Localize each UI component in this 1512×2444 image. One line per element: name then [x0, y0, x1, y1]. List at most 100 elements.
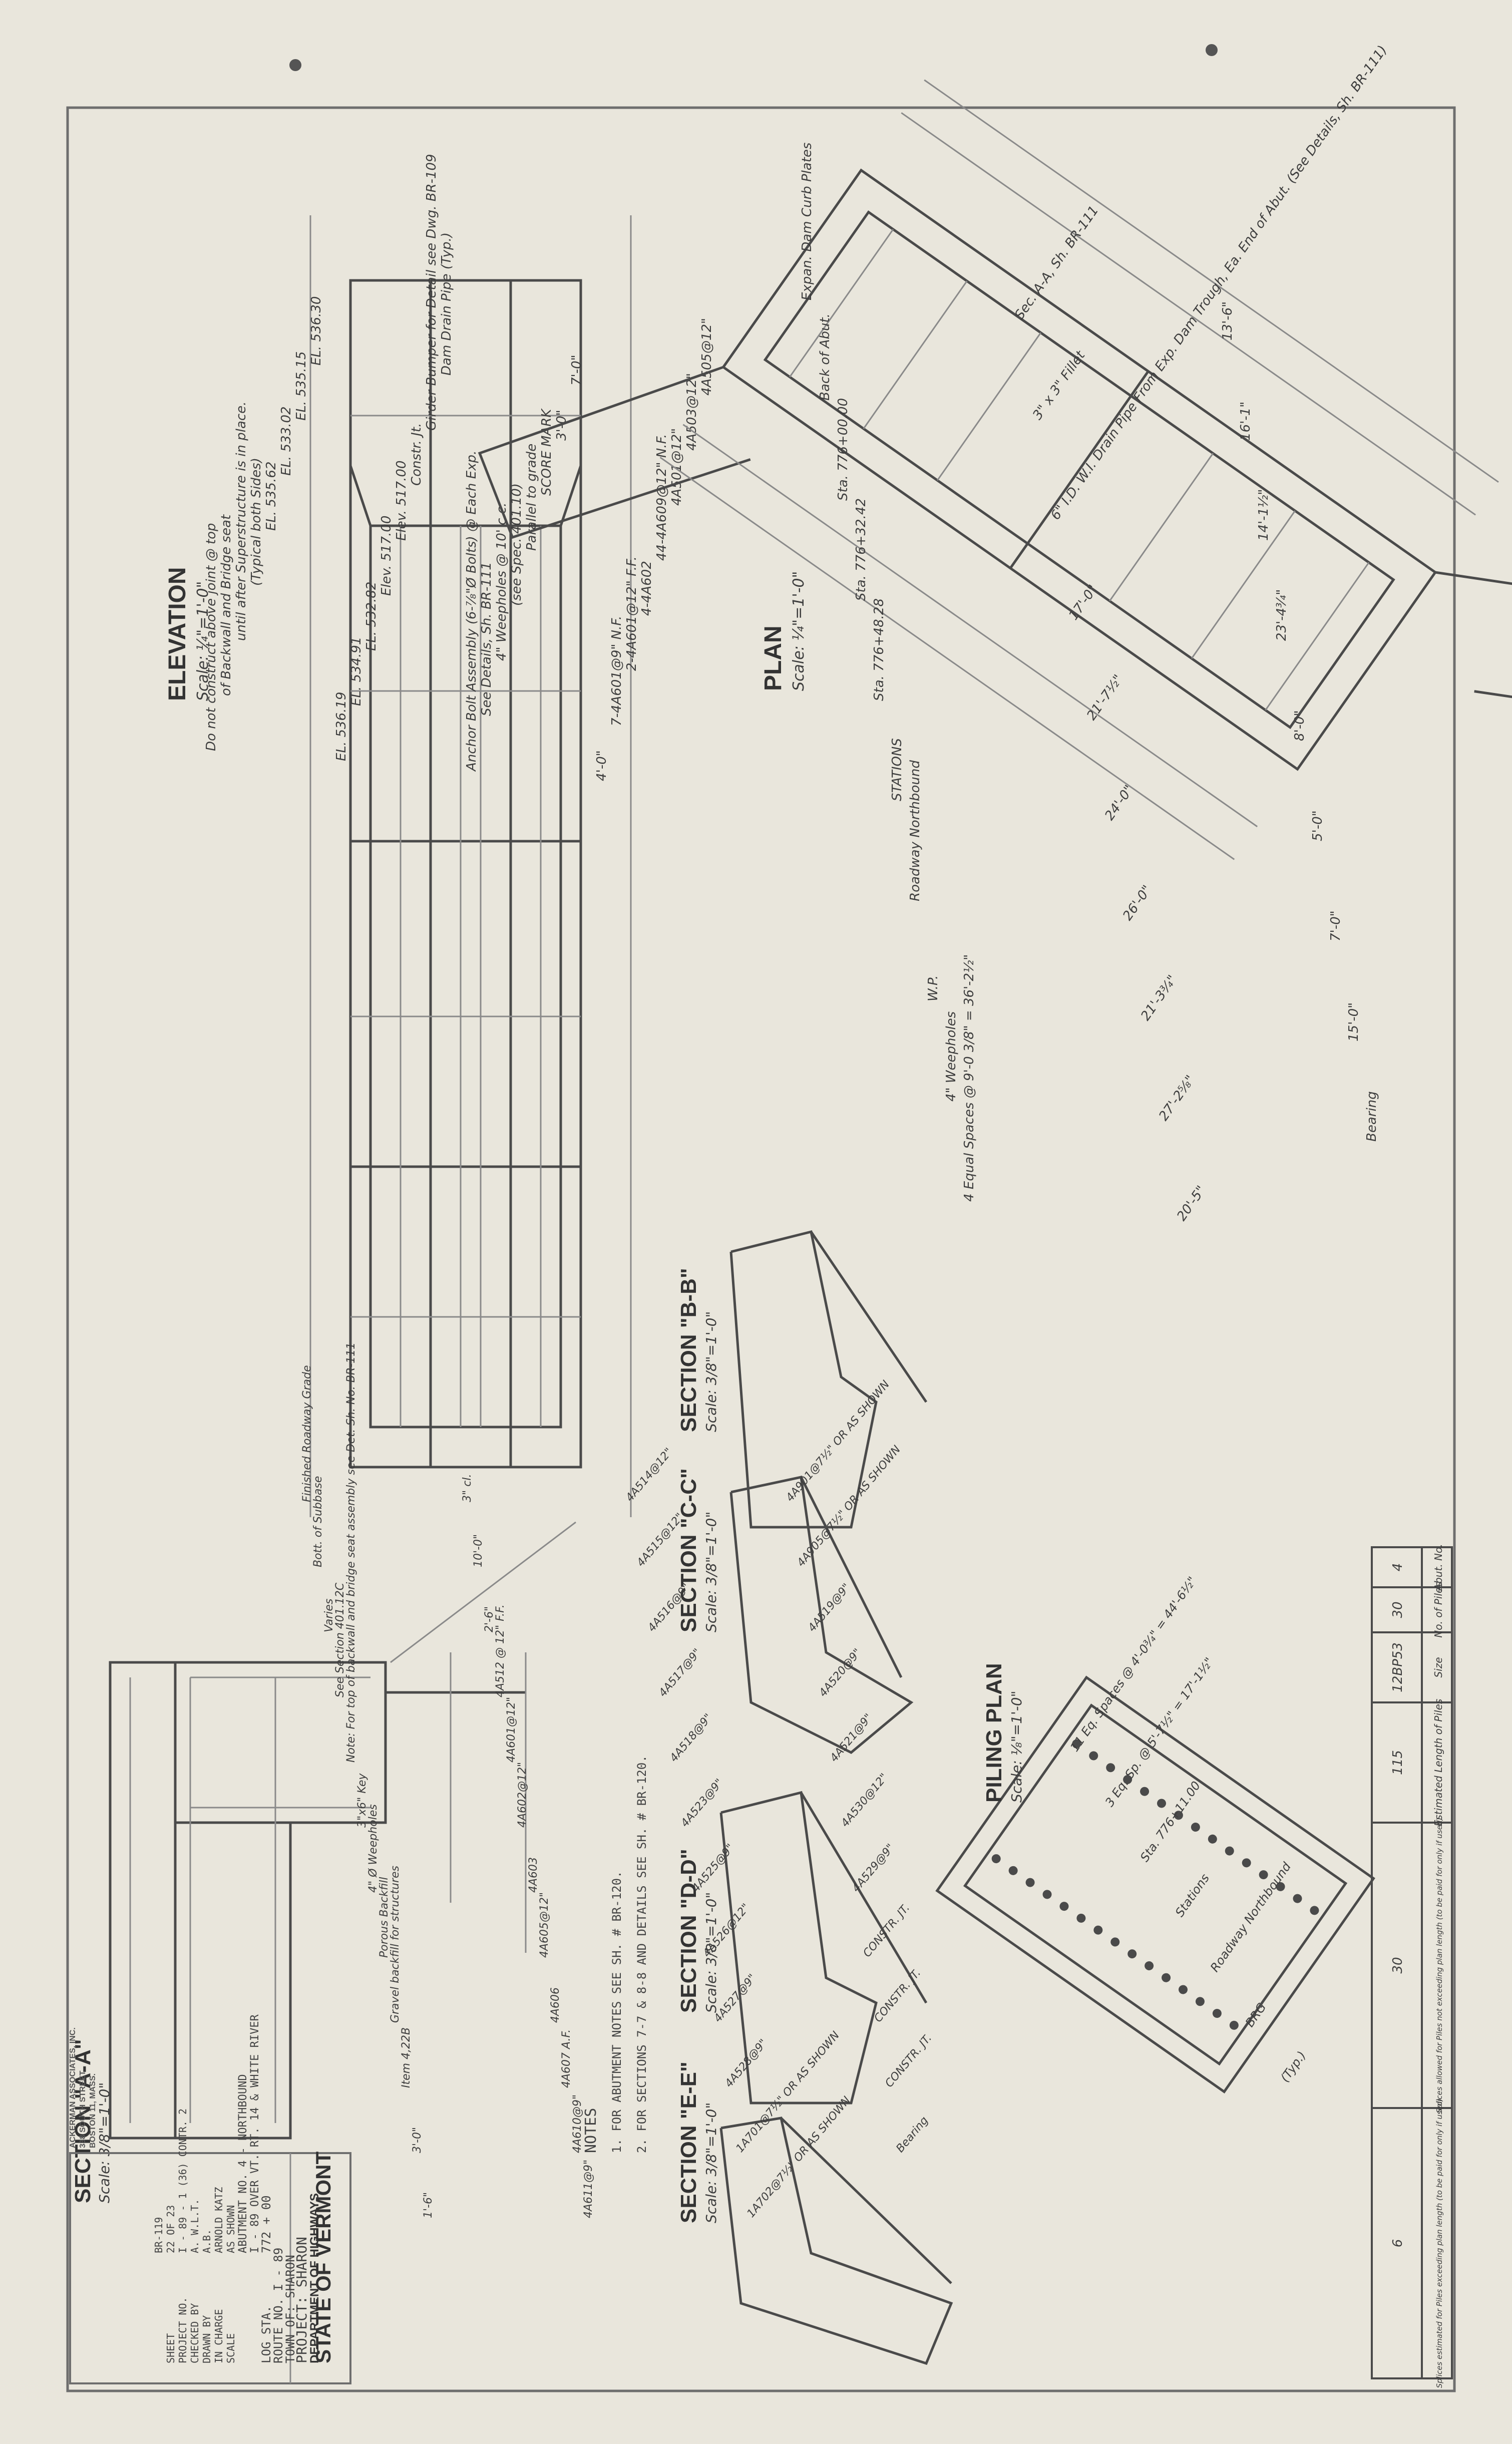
elevation-scale: Scale: ¼"=1'-0" [194, 581, 212, 701]
section-note: Bott. of Subbase [312, 1476, 324, 1567]
pile-mark [1208, 1834, 1217, 1844]
plan-note: 15'-0" [1346, 1002, 1361, 1041]
sheet-border [66, 106, 1456, 2392]
elevation-note: 44-4A609@12" N.F. [654, 434, 669, 561]
pile-mark [1212, 2008, 1222, 2018]
section-dd-view [719, 1791, 928, 2105]
pile-mark [1093, 1925, 1103, 1935]
plan-note: 16'-1" [1238, 402, 1253, 441]
elevation-note: EL. 535.62 [264, 462, 279, 531]
plan-note: 4 Equal Spaces @ 9'-0 3/8" = 36'-2½" [962, 954, 977, 1202]
title-block-state: STATE OF VERMONT [311, 2152, 335, 2363]
tack-hole [289, 59, 301, 71]
pile-marks [991, 1739, 1319, 2030]
piling-plan-title: PILING PLAN [982, 1663, 1006, 1803]
pile-mark [1127, 1949, 1137, 1959]
pile-table-cell: 4 [1390, 1563, 1405, 1572]
plan-note: STATIONS [890, 738, 905, 801]
pile-table-header: Abut. No. [1432, 1544, 1444, 1591]
title-block-scale: AS SHOWN [225, 2205, 237, 2253]
elevation-note: SCORE MARK [539, 408, 554, 496]
section-note: 2'-6" [483, 1606, 496, 1632]
section-ee-view [719, 2117, 953, 2365]
plan-note: 13'-6" [1220, 301, 1235, 340]
section-note: 3" cl. [461, 1474, 474, 1502]
plan-note: Back of Abut. [818, 313, 833, 401]
section-note: See Section 401.12C [334, 1582, 346, 1697]
pile-mark [1179, 1985, 1188, 1994]
title-block-sheet-no: BR-119 [153, 2217, 165, 2253]
plan-note: 5'-0" [1310, 810, 1325, 841]
section-note: 4A607 A.F. [560, 2029, 573, 2088]
section-note: Note: For top of backwall and bridge sea… [345, 1342, 357, 1763]
pile-table-cell: 30 [1390, 1601, 1405, 1618]
section-note: Item 4,22B [400, 2027, 413, 2088]
pile-mark [1123, 1775, 1132, 1785]
pile-mark [1191, 1823, 1200, 1832]
pile-mark [1259, 1870, 1268, 1880]
elevation-title: ELEVATION [164, 567, 191, 701]
section-ee-title: SECTION "E-E" [676, 2061, 701, 2223]
elevation-note: 2-4A601@12" F.F. [624, 556, 639, 671]
section-cc-view [729, 1475, 914, 1754]
elevation-note: EL. 536.19 [334, 692, 349, 761]
title-block-project-no: I - 89 - 1 (36) CONTR. 2 [177, 2109, 189, 2253]
section-note: 4A606 [549, 1987, 562, 2023]
consultant-stamp-line: ACKERMAN ASSOCIATES, INC. [69, 2027, 77, 2148]
title-block-project-no-label: PROJECT NO. [177, 2297, 189, 2363]
plan-title: PLAN [760, 625, 787, 691]
plan-title-group: PLAN Scale: ¼"=1'-0" [760, 571, 808, 691]
pile-mark [1008, 1866, 1018, 1875]
title-block-checked-label: CHECKED BY [189, 2303, 201, 2363]
title-block-in-charge-label: IN CHARGE [213, 2309, 225, 2363]
pile-mark [1174, 1811, 1183, 1820]
elevation-note: EL. 535.15 [294, 352, 309, 421]
pile-table-cell: 30 [1390, 1957, 1405, 1973]
elevation-note: Dam Drain Pipe (Typ.) [439, 232, 454, 376]
title-block-project: PROJECT: SHARON [293, 2237, 310, 2363]
elevation-note: Do not construct above joint @ top [204, 523, 219, 751]
elevation-note: (see Spec. 401.10) [509, 483, 524, 606]
section-note: Gravel backfill for structures [389, 1866, 402, 2023]
pile-mark [1157, 1799, 1167, 1808]
elevation-note: EL. 532.82 [364, 582, 379, 651]
elevation-note: 4" Weepholes @ 10' c.c. [494, 503, 509, 661]
pile-mark [1042, 1890, 1052, 1899]
pile-table-header: Size [1432, 1657, 1444, 1677]
pile-table-header: Splices allowed for Piles not exceeding … [1435, 1818, 1444, 2113]
section-bb-title: SECTION "B-B" [676, 1268, 701, 1432]
title-block-drawn-label: DRAWN BY [201, 2315, 213, 2363]
elevation-view [309, 215, 632, 1517]
plan-note: 7'-0" [1328, 910, 1343, 941]
pile-mark [1229, 2020, 1239, 2030]
pile-mark [1195, 1997, 1205, 2006]
title-block-drawn: A.B. [201, 2229, 213, 2253]
notes-header: NOTES [582, 2108, 600, 2153]
title-block-scale-label: SCALE [225, 2333, 237, 2363]
pile-mark [1110, 1937, 1120, 1947]
section-aa-title: SECTION "A-A" [71, 2039, 95, 2203]
elevation-note: EL. 533.02 [279, 407, 294, 476]
pile-table-header: Splices estimated for Piles exceeding pl… [1435, 2099, 1444, 2388]
title-block-log-sta: 772 + 00 [259, 2195, 273, 2253]
piling-plan-view [935, 1675, 1375, 2093]
pile-table-cell: 6 [1390, 2239, 1405, 2248]
pile-mark [1145, 1961, 1154, 1970]
plan-note: Sta. 776+48.28 [872, 598, 887, 701]
pile-table-header: No. of Piles [1432, 1582, 1444, 1637]
elevation-note: 4A501@12" [669, 428, 684, 506]
section-note: 4A603 [527, 1857, 540, 1893]
section-aa-view [109, 1521, 576, 2140]
plan-note: Sta. 776+00.00 [836, 398, 851, 501]
section-note: 1'-6" [422, 2192, 435, 2218]
elevation-title-group: ELEVATION Scale: ¼"=1'-0" [164, 567, 212, 701]
plan-note: Expan. Dam Curb Plates [800, 143, 815, 300]
section-dd-title-group: SECTION "D-D" Scale: 3/8"=1'-0" [676, 1849, 719, 2013]
plan-note: 14'-1½" [1256, 489, 1271, 541]
section-note: 3"x6" Key [356, 1773, 368, 1828]
plan-scale: Scale: ¼"=1'-0" [790, 571, 808, 691]
section-aa-title-group: SECTION "A-A" Scale: 3/8"=1'-0" [71, 2039, 113, 2203]
